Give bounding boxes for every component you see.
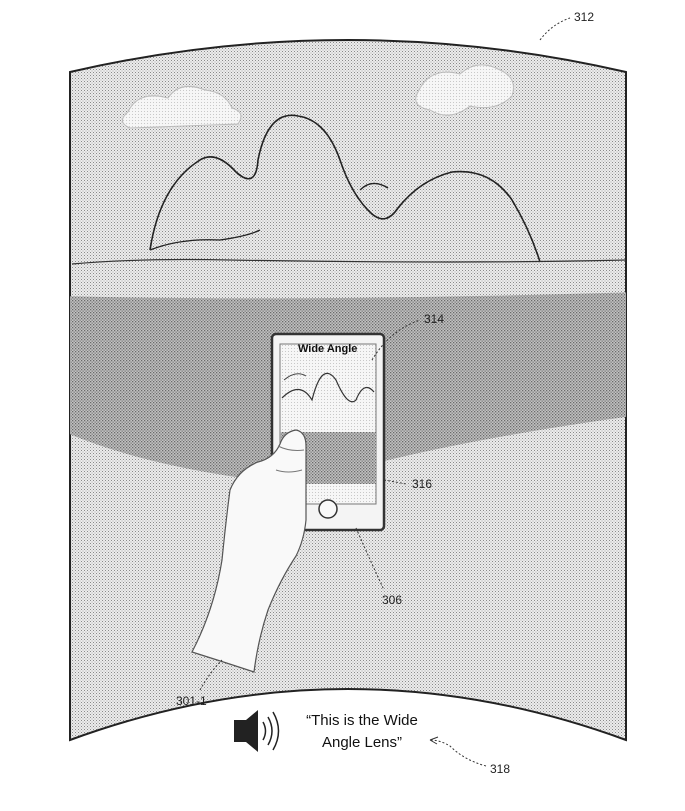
cloud-right [415, 64, 514, 116]
ref-label-314: 314 [424, 312, 445, 326]
ref-label-312: 312 [574, 10, 595, 24]
ref-label-316: 316 [412, 477, 433, 491]
ref-label-301-1: 301-1 [176, 694, 207, 708]
horizon-line [71, 258, 627, 265]
ref-label-306: 306 [382, 593, 403, 607]
audio-caption: “This is the Wide Angle Lens” [282, 710, 442, 754]
audio-caption-line1: “This is the Wide [306, 712, 418, 729]
device-screen-title: Wide Angle [298, 343, 358, 355]
leader-318 [429, 739, 487, 767]
cloud-left [122, 85, 242, 129]
cloud-swirl [359, 182, 389, 191]
device-capture-button [318, 499, 338, 519]
ref-label-318: 318 [490, 762, 511, 776]
mountain-range [149, 114, 541, 263]
leader-306 [355, 527, 385, 591]
mountain-foot [149, 229, 261, 251]
leader-314 [371, 319, 421, 361]
speaker-icon [234, 710, 280, 752]
leader-316 [383, 479, 407, 485]
leader-312 [539, 17, 571, 41]
audio-caption-line2: Angle Lens” [321, 734, 403, 751]
user-hand [191, 429, 307, 673]
